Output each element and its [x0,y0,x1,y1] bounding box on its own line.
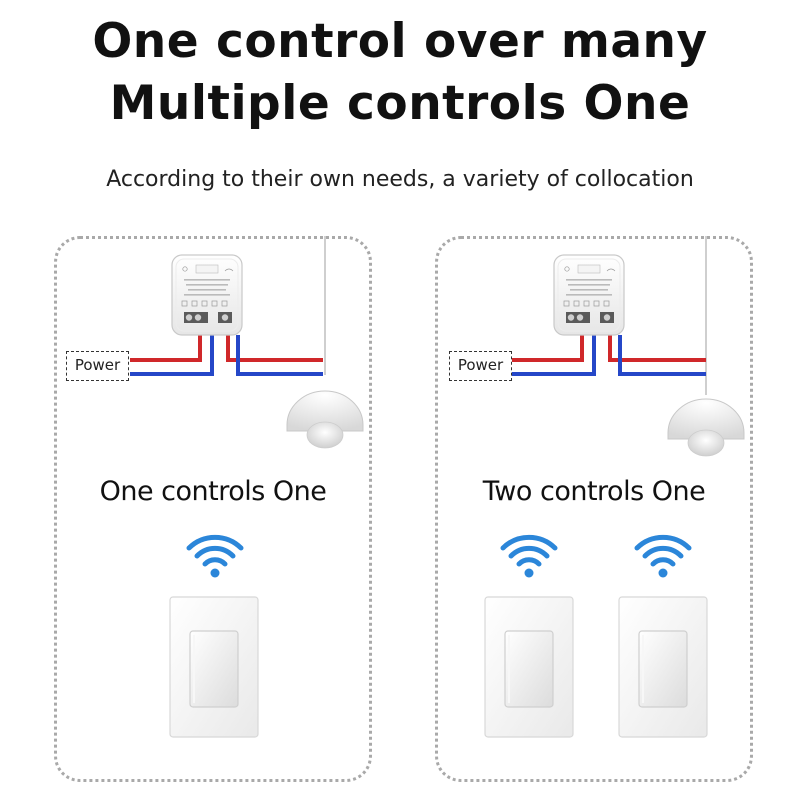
pendant-lamp-icon [667,398,745,457]
panel-one-controls-one [54,236,372,782]
wall-switch-icon [484,596,574,738]
panel-two-controls-one [435,236,753,782]
title-line-1: One control over many [92,14,708,69]
wifi-signal-icon [189,537,241,577]
power-label: Power [66,351,129,381]
subtitle: According to their own needs, a variety … [106,167,694,192]
wall-switch-icon [169,596,259,738]
panel-label-one-controls-one: One controls One [99,476,327,507]
left-diagram [130,236,364,738]
wifi-signal-icon [503,537,555,577]
receiver-module-icon [553,254,625,336]
right-diagram [484,236,745,738]
title-line-2: Multiple controls One [109,76,691,131]
pendant-lamp-icon [286,390,364,449]
wall-switch-icon [618,596,708,738]
power-label: Power [449,351,512,381]
wifi-signal-icon [637,537,689,577]
panel-label-two-controls-one: Two controls One [482,476,706,507]
receiver-module-icon [171,254,243,336]
